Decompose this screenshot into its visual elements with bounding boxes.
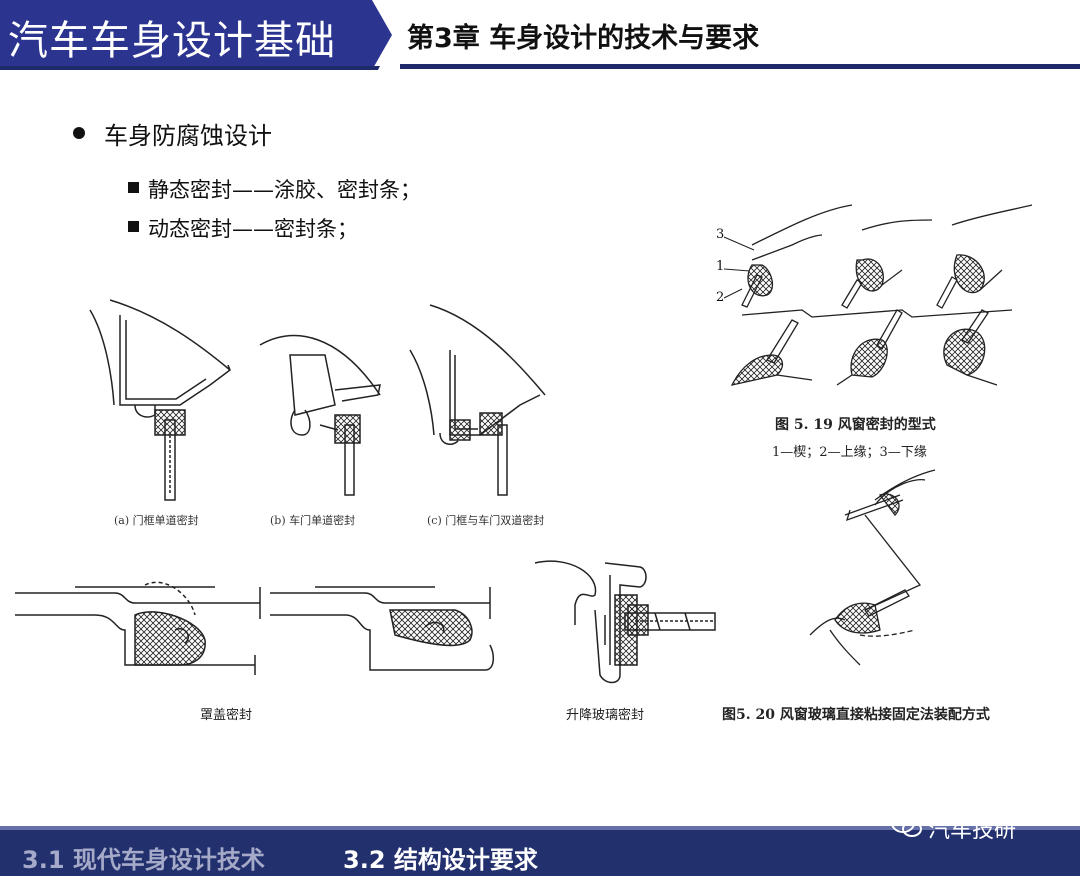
windshield-bonding-diagram (809, 469, 936, 666)
caption-door-double: (c) 门框与车门双道密封 (427, 514, 545, 527)
square-bullet-icon (128, 182, 139, 193)
watermark-text: 汽车技研 (928, 818, 1017, 843)
fig-5-19-title: 图 5. 19 风窗密封的型式 (775, 417, 936, 433)
callout-2: 2 (716, 290, 725, 305)
door-seal-diagrams (89, 299, 546, 501)
footer-bar-accent (0, 826, 1080, 830)
windshield-seal-types-diagram (723, 204, 1033, 386)
chapter-title: 第3章 车身设计的技术与要求 (407, 23, 760, 54)
footer-section-3-1[interactable]: 3.1 现代车身设计技术 (22, 846, 265, 874)
caption-door-frame-single: (a) 门框单道密封 (114, 514, 199, 527)
fig-5-19-legend: 1—楔；2—上缘；3—下缘 (772, 445, 927, 460)
hood-seal-diagrams (15, 581, 495, 675)
caption-window-lift-seal: 升降玻璃密封 (566, 708, 645, 723)
bullet-dot-icon (73, 127, 85, 139)
header-divider (400, 64, 1080, 69)
sub-item-dynamic-seal: 动态密封——密封条； (148, 217, 358, 241)
caption-hood-seal: 罩盖密封 (200, 708, 253, 723)
footer-bar (0, 830, 1080, 876)
footer-section-3-2[interactable]: 3.2 结构设计要求 (343, 846, 538, 874)
window-lift-seal-diagram (534, 560, 716, 684)
header-banner (0, 0, 392, 70)
bullet-text: 车身防腐蚀设计 (104, 122, 272, 150)
sub-item-static-seal: 静态密封——涂胶、密封条； (148, 178, 421, 202)
callout-3: 3 (716, 227, 725, 242)
square-bullet-icon (128, 221, 139, 232)
course-title: 汽车车身设计基础 (8, 18, 336, 64)
fig-5-20-title: 图5. 20 风窗玻璃直接粘接固定法装配方式 (722, 707, 990, 723)
caption-door-single: (b) 车门单道密封 (270, 514, 356, 527)
wechat-icon (891, 813, 922, 837)
callout-1: 1 (716, 259, 725, 274)
